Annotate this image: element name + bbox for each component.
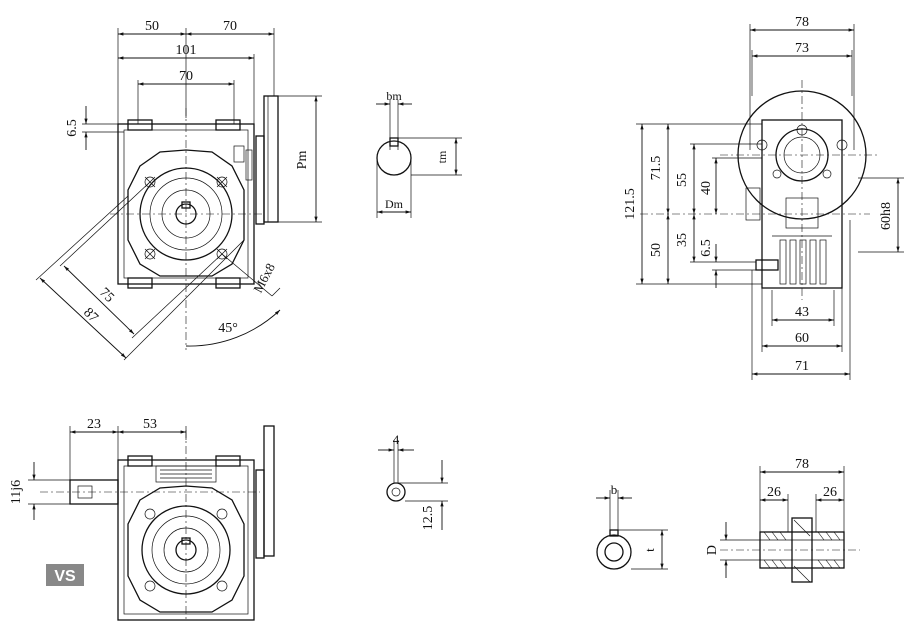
dim-label-b: b — [611, 482, 618, 497]
dim-label-71: 71 — [795, 359, 809, 374]
dim-label-pm: Pm — [295, 151, 310, 170]
dim-label-26-right: 26 — [823, 485, 837, 500]
hollow-shaft-detail: b t — [596, 482, 668, 570]
small-shaft-detail: 4 12.5 — [378, 432, 448, 530]
dim-label-121-5: 121.5 — [623, 188, 638, 220]
dim-label-55: 55 — [675, 173, 690, 187]
shaft-hub-detail: bm tm Dm — [376, 89, 462, 218]
dim-label-11j6: 11j6 — [9, 480, 24, 504]
dim-label-45-deg: 45° — [218, 321, 238, 336]
dim-label-78: 78 — [795, 15, 809, 30]
vs-badge-label: VS — [54, 568, 76, 585]
front-view: 50 70 101 70 6.5 Pm 87 75 M6x8 45° — [35, 19, 322, 361]
motor-flange — [263, 95, 279, 223]
dim-label-40: 40 — [699, 181, 714, 195]
dim-label-12-5: 12.5 — [421, 506, 436, 531]
dim-label-6-5-side: 6.5 — [699, 239, 714, 257]
dim-label-71-5: 71.5 — [649, 156, 664, 181]
input-shaft-view: 23 53 11j6 — [9, 417, 275, 621]
dim-label-53: 53 — [143, 417, 157, 432]
dim-label-4: 4 — [393, 432, 400, 447]
dim-label-70: 70 — [223, 19, 237, 34]
dim-label-75: 75 — [96, 285, 116, 306]
dim-label-70-inner: 70 — [179, 69, 193, 84]
vs-badge: VS — [46, 564, 84, 586]
dim-label-73: 73 — [795, 41, 809, 56]
dim-label-43: 43 — [795, 305, 809, 320]
dim-label-23: 23 — [87, 417, 101, 432]
dim-label-bm: bm — [386, 89, 402, 103]
dim-label-d: D — [705, 545, 720, 555]
dim-label-tm: tm — [435, 150, 449, 163]
cooling-fins — [779, 239, 827, 285]
dim-label-35: 35 — [675, 233, 690, 247]
dim-label-78-out: 78 — [795, 457, 809, 472]
input-housing — [117, 459, 255, 621]
side-view: 78 73 121.5 71.5 50 55 40 35 6.5 60h8 43 — [623, 15, 904, 380]
dim-label-6-5: 6.5 — [65, 119, 80, 137]
input-shaft — [69, 479, 119, 505]
dim-label-dm: Dm — [385, 197, 404, 211]
vs-badge-bg — [46, 564, 84, 586]
dim-label-26-left: 26 — [767, 485, 781, 500]
output-shaft-detail: 78 26 26 D — [705, 457, 860, 583]
dim-label-87: 87 — [80, 305, 100, 326]
dim-label-60: 60 — [795, 331, 809, 346]
dim-label-50: 50 — [649, 243, 664, 257]
dim-label-50: 50 — [145, 19, 159, 34]
dim-label-t: t — [642, 548, 657, 552]
dim-label-101: 101 — [176, 43, 197, 58]
dim-label-60h8: 60h8 — [879, 202, 894, 230]
